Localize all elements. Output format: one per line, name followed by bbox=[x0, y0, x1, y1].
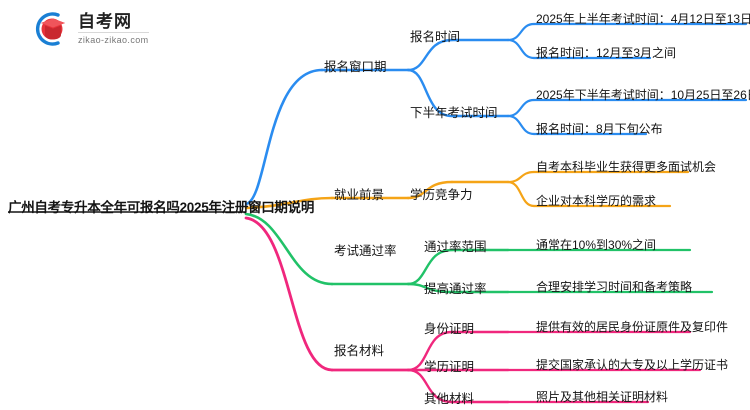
logo-name-cn: 自考网 bbox=[78, 12, 132, 31]
leaf-node[interactable]: 通常在10%到30%之间 bbox=[536, 238, 657, 252]
leaf-node[interactable]: 报名时间：8月下旬公布 bbox=[536, 122, 663, 136]
site-logo: 自考网 zikao-zikao.com bbox=[28, 10, 218, 50]
leaf-node[interactable]: 2025年上半年考试时间：4月12日至13日 bbox=[536, 12, 750, 26]
subnode-baomingshijian[interactable]: 报名时间 bbox=[410, 30, 461, 44]
mindmap-root-node[interactable]: 广州自考专升本全年可报名吗2025年注册窗口期说明 bbox=[8, 200, 315, 215]
subnode-shenfenzhengming[interactable]: 身份证明 bbox=[424, 322, 475, 336]
logo-wordmark: 自考网 zikao-zikao.com bbox=[78, 12, 149, 46]
graduation-cap-logo-icon bbox=[28, 10, 72, 48]
subnode-xuelijingzhengli[interactable]: 学历竞争力 bbox=[410, 188, 473, 202]
branch-node-baomingcailiao[interactable]: 报名材料 bbox=[334, 344, 385, 358]
leaf-node[interactable]: 企业对本科学历的需求 bbox=[536, 194, 657, 208]
subnode-qitacailiao[interactable]: 其他材料 bbox=[424, 392, 475, 406]
branch-node-jiuyeqianjing[interactable]: 就业前景 bbox=[334, 188, 385, 202]
subnode-tigaotongguolv[interactable]: 提高通过率 bbox=[424, 282, 487, 296]
subnode-tongguolvfanwei[interactable]: 通过率范围 bbox=[424, 240, 487, 254]
leaf-node[interactable]: 提交国家承认的大专及以上学历证书 bbox=[536, 358, 729, 372]
branch-node-kaoshitongguolv[interactable]: 考试通过率 bbox=[334, 244, 397, 258]
leaf-node[interactable]: 照片及其他相关证明材料 bbox=[536, 390, 669, 404]
leaf-node[interactable]: 报名时间：12月至3月之间 bbox=[536, 46, 677, 60]
branch-node-baomingchuangkouqi[interactable]: 报名窗口期 bbox=[324, 60, 387, 74]
leaf-node[interactable]: 自考本科毕业生获得更多面试机会 bbox=[536, 160, 717, 174]
leaf-node[interactable]: 提供有效的居民身份证原件及复印件 bbox=[536, 320, 729, 334]
leaf-node[interactable]: 2025年下半年考试时间：10月25日至26日 bbox=[536, 88, 750, 102]
subnode-xuelizhengming[interactable]: 学历证明 bbox=[424, 360, 475, 374]
logo-domain: zikao-zikao.com bbox=[78, 32, 149, 46]
leaf-node[interactable]: 合理安排学习时间和备考策略 bbox=[536, 280, 693, 294]
subnode-xiabannionkaoshishijian[interactable]: 下半年考试时间 bbox=[410, 106, 498, 120]
